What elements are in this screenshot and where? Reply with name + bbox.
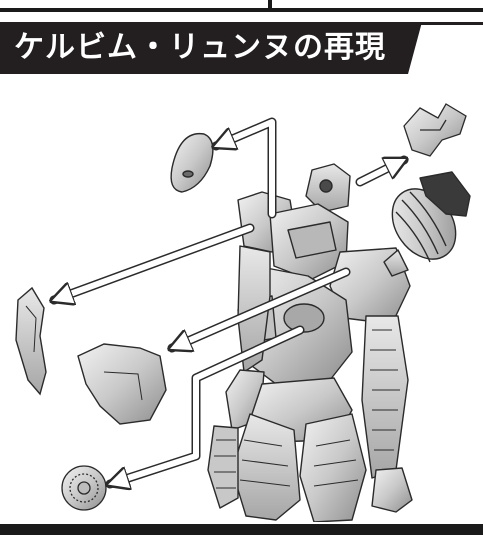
title-banner: ケルビム・リュンヌの再現 [0, 22, 422, 74]
part-side-plate [15, 286, 47, 396]
page-title: ケルビム・リュンヌの再現 [14, 30, 386, 65]
kit-illustration [15, 103, 471, 522]
part-antenna [403, 103, 467, 157]
assembly-arrows [54, 117, 404, 484]
bottom-rule [0, 524, 483, 535]
robot-right-arm [361, 315, 409, 479]
part-round-disc [61, 465, 107, 511]
robot-hand-detail [207, 425, 239, 509]
robot-figure [207, 163, 471, 522]
top-rule [0, 0, 483, 14]
top-rule-bar [0, 8, 483, 12]
part-chest-plate [77, 343, 167, 425]
robot-left-leg [231, 413, 301, 521]
top-rule-tick [268, 0, 272, 10]
robot-right-leg [299, 413, 367, 522]
part-head-shell [170, 132, 214, 193]
robot-spiked-sphere [383, 171, 471, 277]
